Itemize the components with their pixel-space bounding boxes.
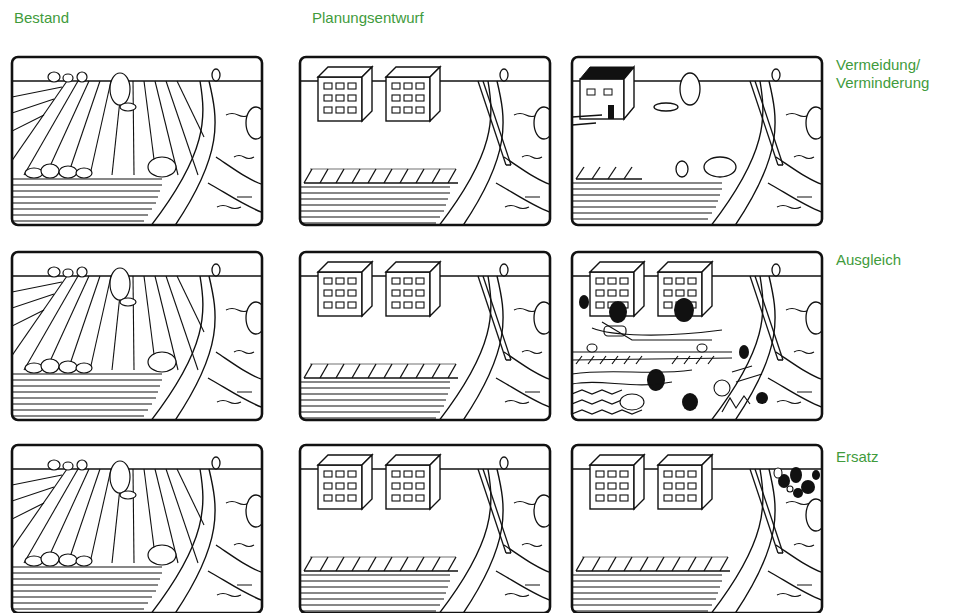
landscape-panel xyxy=(300,252,554,424)
landscape-panel xyxy=(2,445,266,613)
column-heading: Planungsentwurf xyxy=(312,9,512,27)
landscape-panel xyxy=(2,252,266,422)
landscape-panel xyxy=(300,445,554,613)
landscape-panel xyxy=(572,57,826,227)
row-label: Ausgleich xyxy=(836,251,946,269)
row-label: Vermeidung/ Verminderung xyxy=(836,56,946,92)
landscape-panel xyxy=(300,57,554,229)
landscape-panel xyxy=(2,57,266,227)
column-heading: Bestand xyxy=(14,9,214,27)
row-label: Ersatz xyxy=(836,448,946,466)
landscape-panel xyxy=(572,252,826,422)
landscape-panel xyxy=(572,445,826,613)
